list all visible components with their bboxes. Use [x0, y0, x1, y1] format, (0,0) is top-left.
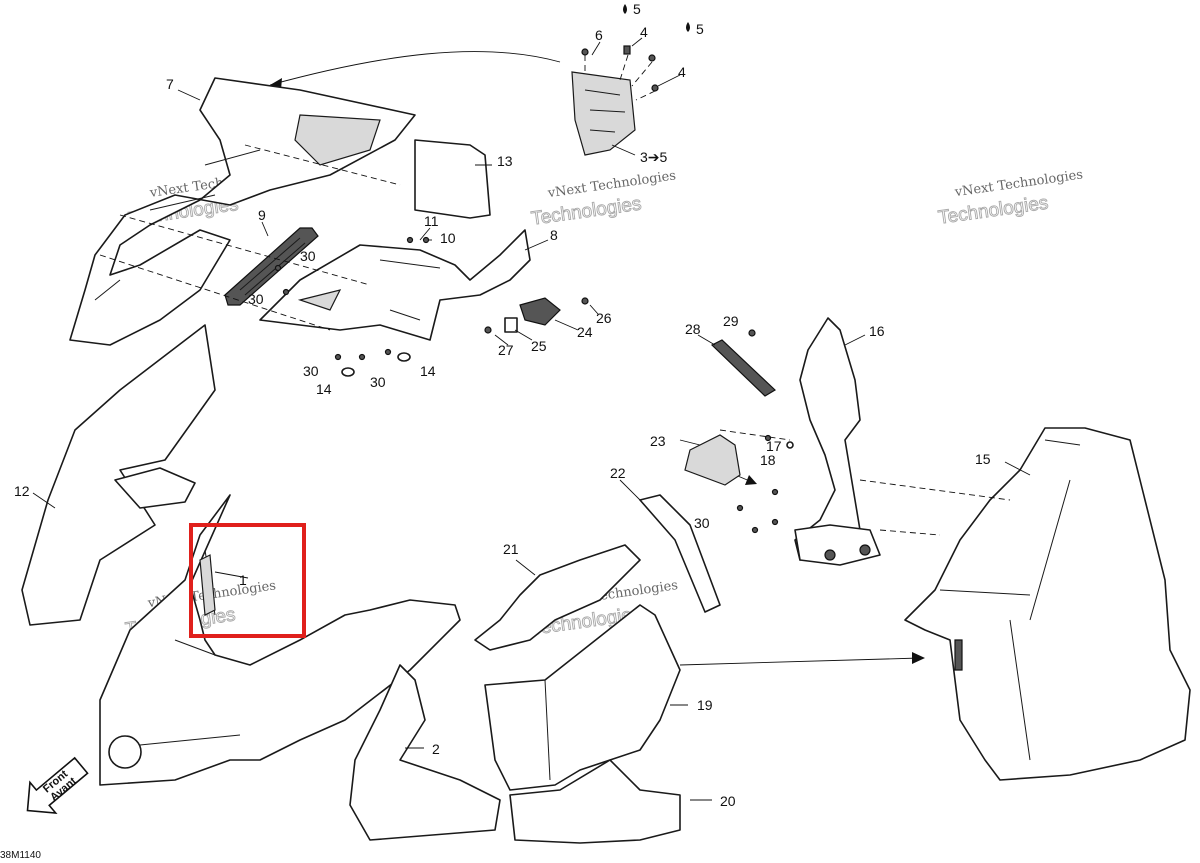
callout-4-right: 4: [678, 64, 686, 80]
callout-16: 16: [869, 323, 885, 339]
callout-13: 13: [497, 153, 513, 169]
part-12-left-lower-panel: [21, 324, 216, 626]
callout-19: 19: [697, 697, 713, 713]
callout-15: 15: [975, 451, 991, 467]
callout-10: 10: [440, 230, 456, 246]
callout-22: 22: [610, 465, 626, 481]
part-7-upper-side-panel: [69, 77, 416, 346]
callout-30-lower-right: 30: [370, 374, 386, 390]
screw-29-icon: [748, 329, 756, 337]
callout-30-upper: 30: [300, 248, 316, 264]
watermark-text-large: Technologies: [530, 193, 643, 229]
clip-25-icon: [504, 317, 518, 333]
part-8-inner-panel: [259, 229, 531, 341]
callout-26: 26: [596, 310, 612, 326]
front-arrow: Front Avant: [26, 756, 89, 814]
watermark-text-large: Technologies: [937, 193, 1050, 229]
watermark-top-right: vNext Technologies Technologies: [936, 167, 1084, 229]
oil-drop-icon: [686, 22, 690, 32]
callout-7: 7: [166, 76, 174, 92]
watermark-top-center: vNext Technologies Technologies: [530, 168, 677, 230]
watermark-text: vNext Technologies: [953, 167, 1084, 200]
arrow-19-to-15: [679, 657, 921, 666]
callout-30-lower-left: 30: [303, 363, 319, 379]
nut-4-icon: [623, 45, 631, 55]
callout-5-right: 5: [696, 21, 704, 37]
callout-27: 27: [498, 342, 514, 358]
callout-30-grille: 30: [248, 291, 264, 307]
alignment-lines: [99, 144, 1011, 536]
arrow-5-to-7: [269, 51, 561, 86]
part-23-wedge: [684, 434, 741, 486]
screw-6-icon: [581, 48, 589, 56]
part-20-lower-trim: [509, 759, 681, 844]
callout-17: 17: [766, 438, 782, 454]
diagram-code: 38M1140: [0, 850, 41, 861]
part-5-bracket: [571, 4, 690, 156]
part-2-lower-duct: [349, 664, 501, 841]
hardware-upper: [274, 236, 589, 377]
part-28-strap: [710, 329, 776, 397]
part-21-inner-cover: [474, 544, 641, 651]
part-9-grille: [224, 227, 319, 306]
callout-29: 29: [723, 313, 739, 329]
callout-14-right: 14: [420, 363, 436, 379]
part-19-side-panel: [484, 604, 681, 791]
callout-3-to-5: 3➔5: [640, 149, 668, 165]
oil-drop-icon: [623, 4, 627, 14]
part-13-small-cover: [414, 139, 491, 219]
callout-12: 12: [14, 483, 30, 499]
screw-26-icon: [581, 297, 589, 305]
callout-28: 28: [685, 321, 701, 337]
leader-lines: [32, 37, 1031, 801]
arrowhead: [912, 652, 925, 664]
part-22-strip: [639, 494, 721, 613]
callout-30-right: 30: [694, 515, 710, 531]
front-arrow-icon: [26, 756, 89, 814]
callout-2: 2: [432, 741, 440, 757]
watermark-text: vNext Technologies: [546, 168, 677, 201]
callout-24: 24: [577, 324, 593, 340]
nut-27-icon: [484, 326, 492, 334]
callout-20: 20: [720, 793, 736, 809]
arrowhead: [745, 475, 757, 485]
connector-24-icon: [519, 297, 561, 326]
callout-5-top: 5: [633, 1, 641, 17]
callout-6: 6: [595, 27, 603, 43]
callout-25: 25: [531, 338, 547, 354]
callout-23: 23: [650, 433, 666, 449]
callout-4-top: 4: [640, 24, 648, 40]
callout-11: 11: [424, 213, 439, 229]
callout-9: 9: [258, 207, 266, 223]
nut-4-icon: [648, 54, 656, 62]
callout-21: 21: [503, 541, 519, 557]
callout-1: 1: [239, 572, 247, 588]
highlight-box-part-1: [189, 523, 306, 638]
part-15-right-cowl: [904, 427, 1191, 781]
nut-4-icon: [651, 84, 659, 92]
callout-labels: 7 13 8 6 4 4 5 5 3➔5 9 11 10 30 30 30 30…: [14, 1, 991, 809]
callout-18: 18: [760, 452, 776, 468]
callout-8: 8: [550, 227, 558, 243]
part-16-frame-bracket: [736, 317, 881, 566]
callout-14-left: 14: [316, 381, 332, 397]
